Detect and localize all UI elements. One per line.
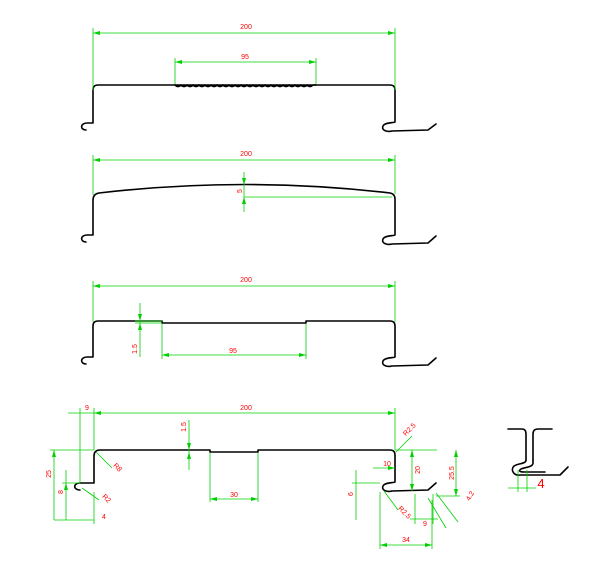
joint-detail-hook xyxy=(511,459,569,476)
profile-4-outer-height-label: 25.5 xyxy=(449,466,456,480)
profile-2-rise-label: 5 xyxy=(237,189,244,193)
joint-detail-gap-label: 4 xyxy=(537,476,544,491)
profile-4-lip-width-label: 10 xyxy=(383,461,391,468)
joint-detail-top-left xyxy=(507,428,527,461)
profile-4-outline xyxy=(73,449,437,493)
profile-2-width-label: 200 xyxy=(240,151,252,158)
joint-detail-inner xyxy=(518,459,546,473)
profile-4-left-radius-label: R8 xyxy=(111,462,122,473)
profile-3-width-label: 200 xyxy=(240,277,252,284)
profile-1-outline xyxy=(80,84,437,133)
joint-detail-top-right xyxy=(532,428,553,461)
profile-4: 200 9 1.5 30 R8 25 8 R2 4 xyxy=(46,405,476,549)
profile-4-left-lower-radius-label: R2 xyxy=(100,493,111,504)
profile-4-left-total-height-label: 25 xyxy=(46,470,53,478)
profile-4-inner-height-label: 20 xyxy=(415,466,422,474)
profile-3-step-label: 1.5 xyxy=(132,344,139,354)
profile-4-hook-total-label: 34 xyxy=(402,537,410,544)
profile-4-left-lower-height-label: 8 xyxy=(58,490,65,494)
joint-detail: 4 xyxy=(507,428,569,492)
profile-4-groove-label: 30 xyxy=(230,492,238,499)
profile-4-left-bottom-offset-label: 4 xyxy=(102,514,106,521)
profile-4-right-top-radius-label: R2.5 xyxy=(402,422,417,437)
profile-4-hook-radius-label: R2.5 xyxy=(396,505,411,520)
profile-4-hook-gap-label: 9 xyxy=(423,521,427,528)
profile-2-outline xyxy=(80,183,437,246)
profile-1-width-label: 200 xyxy=(240,24,252,31)
profile-2: 200 5 xyxy=(80,151,437,246)
profile-4-left-offset-label: 9 xyxy=(85,405,89,412)
profile-1-center-label: 95 xyxy=(241,54,249,61)
profile-4-hook-angle-label: 4.2 xyxy=(465,490,476,502)
profile-4-step-label: 1.5 xyxy=(181,422,188,432)
profile-1: 200 95 xyxy=(80,24,437,133)
profile-1-ribbed-center xyxy=(174,84,317,88)
profile-4-width-label: 200 xyxy=(240,405,252,412)
profile-3-center-label: 95 xyxy=(229,348,237,355)
profile-4-lip-depth-label: 6 xyxy=(348,492,355,496)
profile-3: 200 1.5 95 xyxy=(80,277,437,368)
profile-3-outline xyxy=(80,320,437,368)
